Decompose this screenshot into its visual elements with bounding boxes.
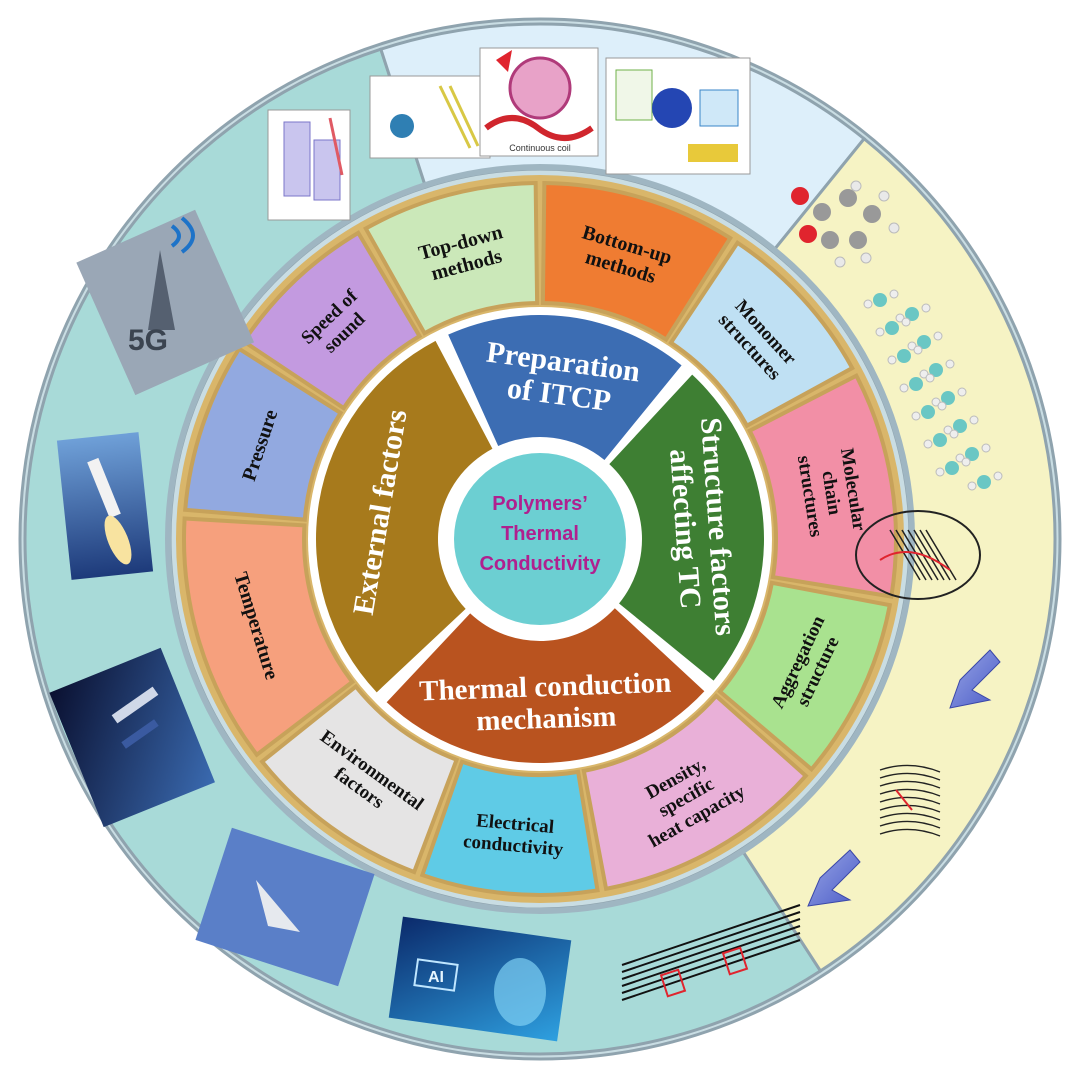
center-circle (454, 453, 626, 625)
space-station-illustration (49, 647, 215, 828)
segment-electrical (419, 759, 600, 897)
5g-tower-illustration: 5G (76, 209, 255, 396)
continuous-coil-illustration: Continuous coil (479, 47, 599, 157)
ai-label: AI (428, 969, 444, 986)
sector-structure (609, 374, 765, 681)
sector-preparation (448, 314, 682, 460)
ring-inner-border (165, 164, 915, 914)
segment-top-down (363, 181, 540, 336)
rocket-launch-illustration (56, 432, 154, 580)
stretching-illustration (267, 109, 351, 221)
center-title-line-2: Thermal (501, 523, 579, 545)
electrospinning-illustration (369, 75, 491, 159)
ring-illustrations: Continuous coil 5G AI (49, 47, 1003, 1042)
segment-speed-of-sound (241, 230, 423, 411)
5g-label: 5G (128, 324, 168, 357)
segment-environmental (259, 683, 460, 875)
oriented-aggregate-illustration (879, 764, 941, 837)
aligned-fiber-illustration (621, 904, 801, 1001)
monomer-molecule-illustration (791, 180, 900, 268)
amorphous-aggregate-illustration (855, 510, 981, 600)
polymer-chain-illustration (863, 289, 1003, 491)
continuous-coil-caption: Continuous coil (509, 143, 571, 153)
ai-illustration: AI (388, 916, 572, 1042)
sector-external (315, 340, 493, 693)
center-title-line-3: Conductivity (479, 553, 601, 575)
down-arrow-2 (807, 849, 861, 907)
sector-mechanism (386, 608, 705, 763)
segment-bottom-up (540, 181, 733, 343)
aligned-structure-illustration (605, 57, 751, 175)
fighter-jet-illustration (195, 827, 375, 987)
sector-mechanism-label-line-2: mechanism (476, 701, 617, 738)
center-title-line-1: Polymers’ (492, 493, 588, 515)
segment-aggregation (717, 580, 893, 773)
segment-temperature (182, 516, 356, 758)
segment-monomer (668, 240, 855, 429)
segment-density (581, 693, 809, 892)
down-arrow-1 (949, 649, 1001, 709)
